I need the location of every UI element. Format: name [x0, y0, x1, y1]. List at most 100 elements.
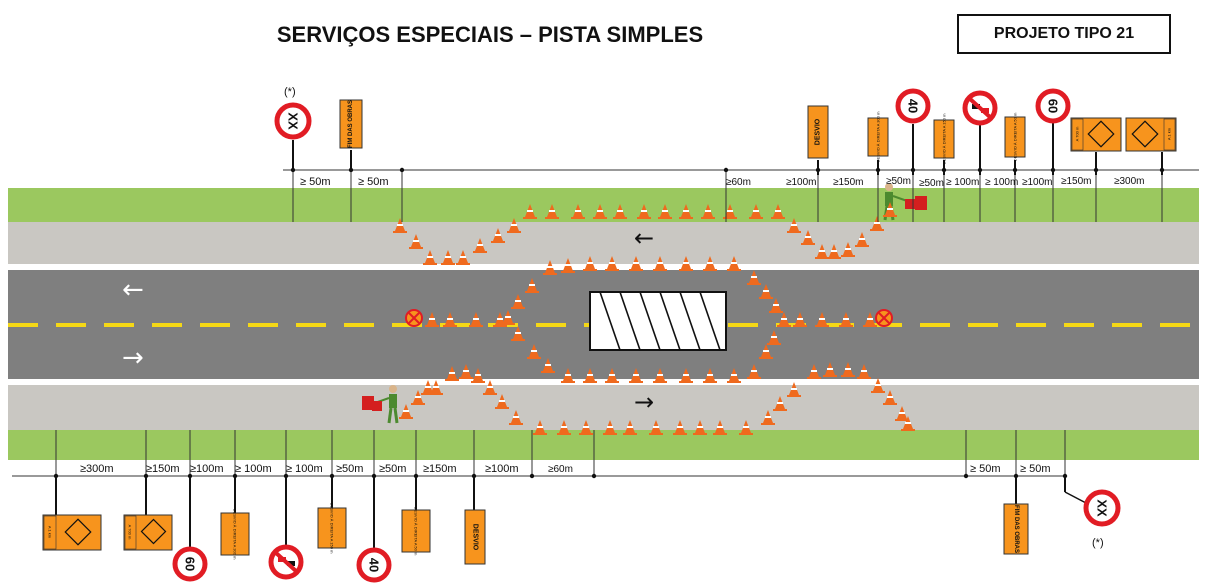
traffic-cone-50: [583, 368, 597, 383]
dist-bot-11: ≥ 50m: [1020, 463, 1051, 475]
traffic-cone-62: [793, 312, 807, 327]
sign-obras-1km-bottom: A 1 km: [42, 476, 102, 551]
sign-no-overtaking-bottom: [268, 476, 304, 580]
traffic-cone-5: [473, 238, 487, 253]
traffic-cone-20: [787, 218, 801, 233]
svg-text:DESVIO À DIREITA A 150 m: DESVIO À DIREITA A 150 m: [942, 113, 947, 165]
svg-text:DESVIO À DIREITA A 50 m: DESVIO À DIREITA A 50 m: [414, 507, 419, 556]
traffic-cone-56: [511, 294, 525, 309]
traffic-cone-76: [603, 420, 617, 435]
traffic-cone-25: [855, 232, 869, 247]
dist-bot-6: ≥50m: [379, 463, 406, 475]
svg-text:60: 60: [183, 557, 198, 571]
dist-bot-7: ≥150m: [423, 463, 457, 475]
traffic-cones: [393, 202, 915, 435]
dist-bot-3: ≥ 100m: [235, 463, 272, 475]
traffic-cone-21: [801, 230, 815, 245]
sign-desvio-300-bottom: DESVIO À DIREITA A 300 m: [220, 476, 250, 560]
tick-top-2: [399, 167, 405, 173]
dist-bot-0: ≥300m: [80, 463, 114, 475]
traffic-cone-30: [583, 256, 597, 271]
sign-fim-das-obras-top: FIM DAS OBRAS: [339, 99, 363, 170]
traffic-cone-16: [701, 204, 715, 219]
traffic-cone-1: [409, 234, 423, 249]
traffic-cone-52: [541, 358, 555, 373]
traffic-cone-78: [649, 420, 663, 435]
dist-bot-5: ≥50m: [336, 463, 363, 475]
dist-bot-2: ≥100m: [190, 463, 224, 475]
traffic-cone-0: [393, 218, 407, 233]
traffic-cone-10: [571, 204, 585, 219]
distance-labels-bottom: ≥300m ≥150m ≥100m ≥ 100m ≥ 100m ≥50m ≥50…: [80, 463, 1051, 475]
sign-desvio-150-top: DESVIO À DIREITA A 150 m: [933, 113, 955, 175]
traffic-cone-54: [511, 326, 525, 341]
sign-desvio-top: DESVIO: [807, 105, 829, 175]
traffic-cone-47: [653, 368, 667, 383]
traffic-cone-37: [747, 270, 761, 285]
dist-top-9: ≥100m: [1022, 177, 1053, 188]
tick-bottom-11: [963, 473, 969, 479]
traffic-cone-43: [747, 364, 761, 379]
traffic-cone-35: [703, 256, 717, 271]
asterisk-note-top: (*): [284, 86, 296, 98]
traffic-cone-87: [823, 362, 837, 377]
sign-fim-das-obras-bottom: FIM DAS OBRAS: [1003, 476, 1029, 555]
page-title: SERVIÇOS ESPECIAIS – PISTA SIMPLES: [276, 22, 704, 47]
traffic-cone-2: [423, 250, 437, 265]
traffic-cone-3: [441, 250, 455, 265]
traffic-cone-77: [623, 420, 637, 435]
traffic-cone-58: [425, 312, 439, 327]
traffic-cone-46: [679, 368, 693, 383]
traffic-cone-38: [759, 284, 773, 299]
flagger-bottom: [362, 385, 399, 424]
dist-top-8: ≥ 100m: [985, 177, 1018, 188]
traffic-cone-71: [495, 394, 509, 409]
dist-top-3: ≥100m: [786, 177, 817, 188]
traffic-cone-23: [827, 244, 841, 259]
traffic-cone-84: [773, 396, 787, 411]
traffic-cone-36: [727, 256, 741, 271]
traffic-cone-95: [411, 390, 425, 405]
traffic-cone-67: [445, 366, 459, 381]
traffic-cone-13: [637, 204, 651, 219]
traffic-cone-28: [543, 260, 557, 275]
traffic-cone-55: [501, 310, 515, 325]
traffic-cone-70: [483, 380, 497, 395]
sign-desvio-50-bottom: DESVIO À DIREITA A 50 m: [401, 476, 431, 556]
svg-text:DESVIO: DESVIO: [815, 118, 822, 145]
tick-top-3: [723, 167, 729, 173]
sign-obras-1km-top: A 1 km: [1125, 117, 1177, 175]
traffic-cone-14: [658, 204, 672, 219]
dist-top-2: ≥60m: [726, 177, 751, 188]
dist-top-6: ≥50m: [919, 178, 944, 189]
traffic-cone-83: [761, 410, 775, 425]
traffic-cone-24: [841, 242, 855, 257]
shoulder-top: [8, 222, 1199, 264]
traffic-cone-89: [857, 364, 871, 379]
svg-text:DESVIO: DESVIO: [472, 524, 479, 551]
sign-desvio-300-top: DESVIO À DIREITA A 300 m: [867, 111, 889, 175]
sign-speed-60-bottom: 60: [172, 476, 208, 582]
svg-text:40: 40: [906, 99, 921, 113]
dist-bot-10: ≥ 50m: [970, 463, 1001, 475]
traffic-cone-15: [679, 204, 693, 219]
traffic-cone-69: [471, 368, 485, 383]
dist-top-5: ≥50m: [886, 176, 911, 187]
traffic-cone-91: [883, 390, 897, 405]
traffic-cone-88: [841, 362, 855, 377]
traffic-cone-81: [713, 420, 727, 435]
traffic-cone-72: [509, 410, 523, 425]
traffic-cone-86: [807, 364, 821, 379]
warning-light-right: [875, 309, 893, 327]
edge-line-top: [8, 266, 1199, 270]
dist-top-10: ≥150m: [1061, 176, 1092, 187]
dist-top-0: ≥ 50m: [300, 176, 331, 188]
sign-desvio-bottom: DESVIO: [464, 476, 486, 565]
traffic-cone-75: [579, 420, 593, 435]
traffic-cone-19: [771, 204, 785, 219]
sign-speed-xx-top: XX: [274, 102, 312, 170]
arrow-left-lane: ←: [122, 275, 144, 305]
traffic-cone-11: [593, 204, 607, 219]
traffic-cone-27: [883, 202, 897, 217]
